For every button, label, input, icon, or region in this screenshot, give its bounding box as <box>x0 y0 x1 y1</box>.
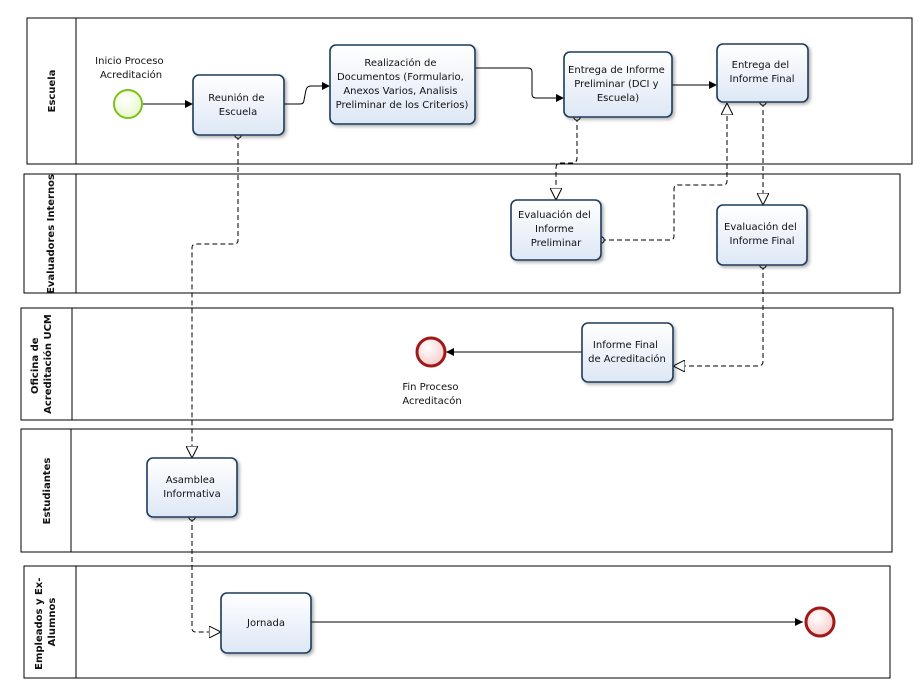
lane-escuela-label: Escuela <box>47 70 58 113</box>
msg-asamblea-to-jornada <box>192 517 221 632</box>
task-entrega-informe-preliminar[interactable]: Entrega de Informe Preliminar (DCI y Esc… <box>563 51 673 118</box>
task-evaluacion-informe-final[interactable]: Evaluación del Informe Final <box>716 204 808 266</box>
flow-reunion-to-realizacion <box>284 82 330 105</box>
task-eval-final-label: Evaluación del Informe Final <box>724 221 800 247</box>
msg-reunion-to-asamblea <box>192 135 238 458</box>
end-event-jornada[interactable] <box>804 606 836 638</box>
task-entrega-prelim-label: Entrega de Informe Preliminar (DCI y Esc… <box>568 65 668 104</box>
task-informe-final-label: Informe Final de Acreditación <box>588 340 666 365</box>
task-asamblea-informativa[interactable]: Asamblea Informativa <box>146 457 238 518</box>
task-eval-prelim-label: Evaluación del Informe Preliminar <box>518 209 594 249</box>
end-event-oficina[interactable]: Fin Proceso Acreditacón <box>402 336 462 407</box>
msg-prelim-to-eval <box>556 117 577 200</box>
start-event-label: Inicio Proceso Acreditación <box>95 56 167 81</box>
task-entrega-informe-final[interactable]: Entrega del Informe Final <box>716 43 809 103</box>
task-reunion-escuela[interactable]: Reunión de Escuela <box>192 74 285 136</box>
end-event-label: Fin Proceso Acreditacón <box>402 382 461 407</box>
msg-eval-final-to-informe <box>673 265 763 366</box>
task-jornada-label: Jornada <box>246 618 285 629</box>
lane-evaluadores-label: Evaluadores Internos <box>46 174 57 294</box>
flow-realizacion-to-entrega-prelim <box>475 67 564 102</box>
task-jornada[interactable]: Jornada <box>220 592 312 654</box>
sequence-flows <box>142 67 803 626</box>
task-reunion-label: Reunión de Escuela <box>208 92 267 118</box>
lane-empleados-label: Empleados y Ex- Alumnos <box>34 574 58 670</box>
message-flows <box>192 102 763 632</box>
msg-eval-prelim-to-final <box>601 103 727 240</box>
task-realizacion-label: Realización de Documentos (Formulario, A… <box>336 57 469 111</box>
lane-estudiantes-label: Estudiantes <box>42 458 53 525</box>
lane-estudiantes: Estudiantes <box>20 428 893 553</box>
task-realizacion-documentos[interactable]: Realización de Documentos (Formulario, A… <box>329 44 476 125</box>
task-evaluacion-informe-preliminar[interactable]: Evaluación del Informe Preliminar <box>510 199 602 261</box>
lane-oficina-label: Oficina de Acreditación UCM <box>30 314 54 414</box>
start-event[interactable]: Inicio Proceso Acreditación <box>95 56 167 119</box>
task-informe-final-acreditacion[interactable]: Informe Final de Acreditación <box>581 322 674 383</box>
task-asamblea-label: Asamblea Informativa <box>163 475 220 500</box>
task-entrega-final-label: Entrega del Informe Final <box>730 60 795 85</box>
